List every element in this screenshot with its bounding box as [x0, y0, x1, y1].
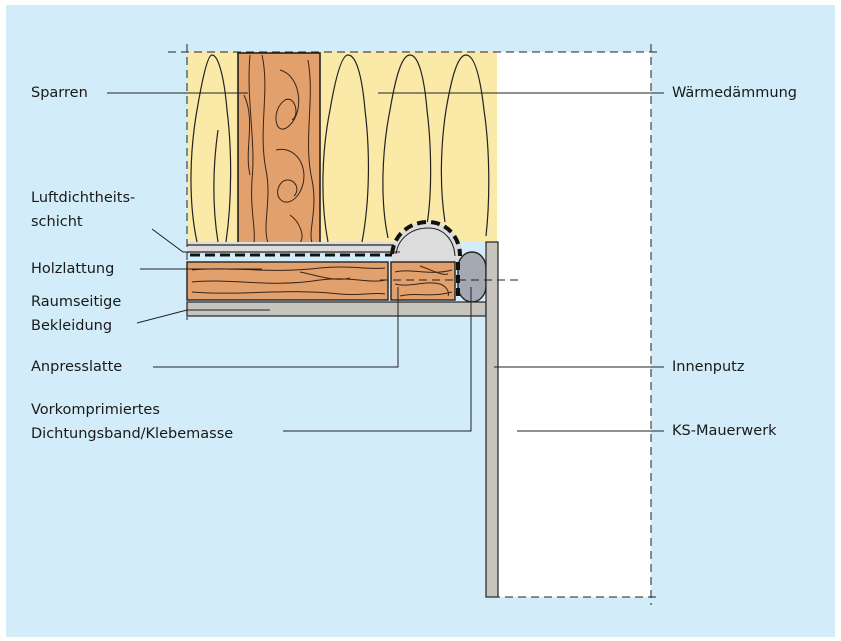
pressure-batten: [390, 261, 456, 301]
label-waermedaemmung: Wärmedämmung: [672, 85, 797, 101]
label-sparren: Sparren: [31, 85, 88, 101]
air-barrier-arch: [392, 222, 463, 262]
label-vorkomprimiert-line1: Vorkomprimiertes: [31, 402, 160, 418]
rafter: [237, 52, 321, 244]
label-ks-mauerwerk: KS-Mauerwerk: [672, 423, 777, 439]
leader-lines: [107, 92, 664, 432]
label-raumseitige-line1: Raumseitige: [31, 294, 122, 310]
label-luftdicht-line2: schicht: [31, 214, 83, 230]
label-holzlattung: Holzlattung: [31, 261, 115, 277]
ks-masonry-wall: [497, 52, 651, 597]
interior-lining: [186, 301, 487, 317]
sealing-tape: [457, 251, 487, 303]
insulation-waves: [190, 54, 490, 243]
detail-boundary-lines: [168, 44, 662, 605]
insulation-layer: [187, 52, 497, 242]
label-vorkomprimiert-line2: Dichtungsband/Klebemasse: [31, 426, 234, 442]
interior-plaster: [485, 241, 499, 598]
label-innenputz: Innenputz: [672, 359, 745, 375]
pressure-batten-grain: [394, 265, 453, 297]
rafter-grain: [243, 54, 315, 244]
label-raumseitige-line2: Bekleidung: [31, 318, 113, 334]
label-luftdicht-line1: Luftdichtheits-: [31, 190, 136, 206]
label-anpresslatte: Anpresslatte: [31, 359, 123, 375]
